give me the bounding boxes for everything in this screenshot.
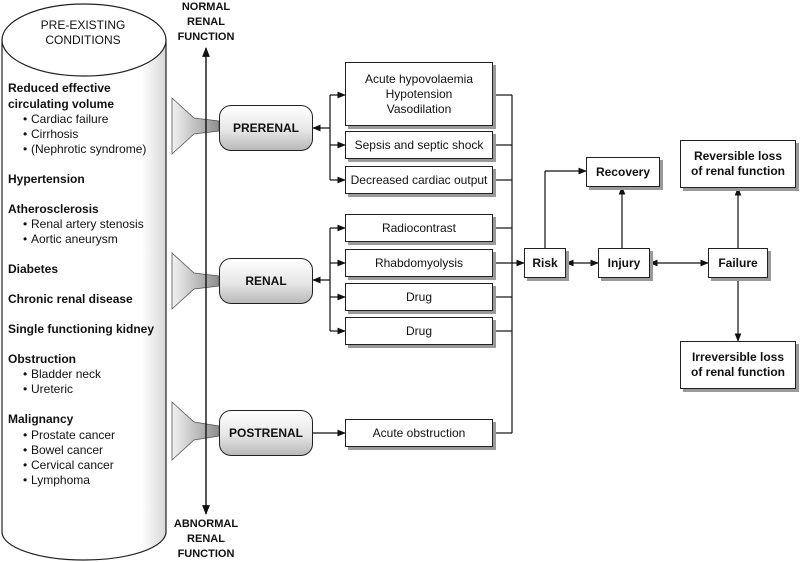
condition-item: (Nephrotic syndrome) — [23, 142, 146, 157]
condition-item: Prostate cancer — [23, 428, 115, 443]
failure-box: Failure — [708, 248, 768, 278]
cause-box-hypovolaemia: Acute hypovolaemia Hypotension Vasodilat… — [345, 62, 493, 126]
condition-item: Cirrhosis — [23, 127, 78, 142]
condition-title: Single functioning kidney — [8, 322, 155, 336]
condition-item: Aortic aneurysm — [23, 232, 118, 247]
renal-pill: RENAL — [219, 258, 313, 304]
condition-item: Lymphoma — [23, 473, 90, 488]
risk-box: Risk — [524, 248, 566, 278]
cause-box-drug: Drug — [345, 317, 493, 345]
cause-box-sepsis: Sepsis and septic shock — [345, 131, 493, 159]
cause-label: Vasodilation — [386, 101, 452, 116]
cause-box-drug: Drug — [345, 283, 493, 311]
reversible-loss-box: Reversible loss of renal function — [680, 140, 796, 188]
condition-title: Atherosclerosis — [8, 202, 99, 216]
cause-box-obstruction: Acute obstruction — [345, 419, 493, 447]
condition-item: Bladder neck — [23, 367, 101, 382]
prerenal-pill: PRERENAL — [219, 105, 313, 151]
funnel-prerenal — [171, 97, 220, 155]
injury-box: Injury — [598, 248, 650, 278]
postrenal-pill: POSTRENAL — [219, 410, 313, 456]
cylinder-header: PRE-EXISTING CONDITIONS — [40, 18, 126, 47]
condition-title: Reduced effective circulating volume — [8, 81, 115, 111]
condition-item: Bowel cancer — [23, 443, 103, 458]
condition-title: Diabetes — [8, 262, 59, 276]
cause-label: Acute hypovolaemia — [364, 71, 474, 86]
irreversible-loss-box: Irreversible loss of renal function — [680, 341, 796, 389]
condition-item: Renal artery stenosis — [23, 217, 144, 232]
abnormal-function-label: ABNORMAL RENAL FUNCTION — [173, 518, 239, 560]
condition-item: Ureteric — [23, 382, 73, 397]
condition-item: Cervical cancer — [23, 458, 114, 473]
condition-item: Cardiac failure — [23, 112, 108, 127]
recovery-box: Recovery — [586, 157, 660, 187]
condition-title: Malignancy — [8, 412, 74, 426]
cause-box-cardiac-output: Decreased cardiac output — [345, 166, 493, 194]
cause-label: Hypotension — [385, 86, 453, 101]
condition-title: Obstruction — [8, 352, 76, 366]
cause-box-radiocontrast: Radiocontrast — [345, 214, 493, 242]
cause-box-rhabdomyolysis: Rhabdomyolysis — [345, 249, 493, 277]
condition-title: Hypertension — [8, 172, 85, 186]
funnel-postrenal — [171, 401, 220, 461]
normal-function-label: NORMAL RENAL FUNCTION — [177, 1, 235, 43]
funnel-renal — [171, 252, 220, 310]
condition-title: Chronic renal disease — [8, 292, 133, 306]
